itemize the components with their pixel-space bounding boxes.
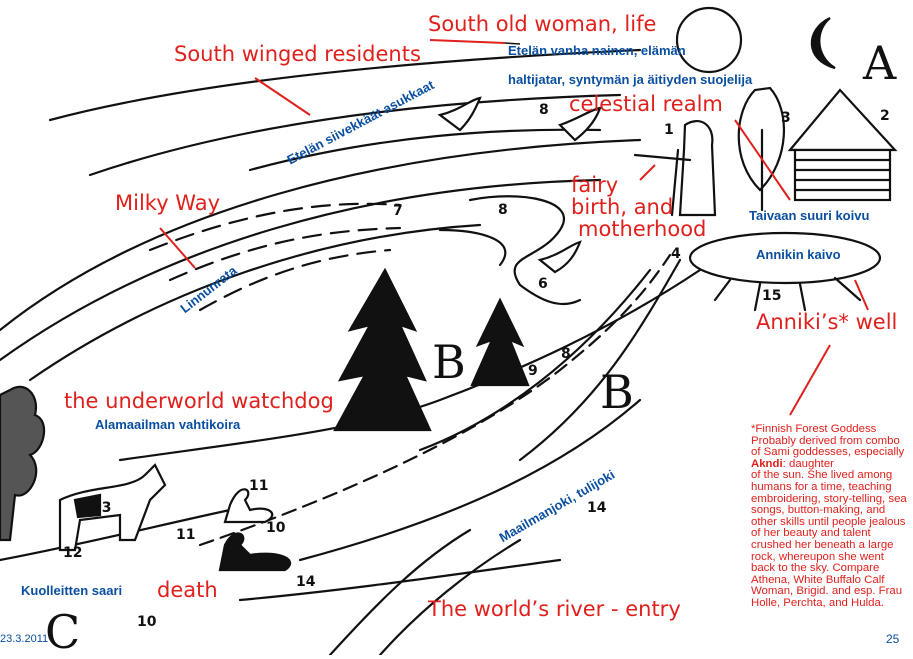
region-letter-b: B (600, 365, 634, 419)
label-fi-watchdog: Alamaailman vahtikoira (95, 417, 241, 432)
figure-number: 4 (671, 246, 681, 262)
label-fairy: birth, and (571, 195, 674, 219)
footnote-line-rest: : daughter (782, 457, 834, 470)
staff (670, 148, 680, 217)
bird (557, 106, 602, 142)
footnote-akndi: Akndi (751, 457, 783, 470)
label-milky-way: Milky Way (115, 191, 221, 215)
figure-number: 7 (393, 203, 403, 219)
river-bank (518, 258, 682, 462)
label-south-winged-residents: South winged residents (174, 42, 421, 66)
well-roots (713, 276, 862, 312)
swan (223, 488, 274, 524)
old-woman (678, 120, 717, 217)
figure-number: 10 (266, 520, 286, 536)
river-path (198, 253, 672, 547)
figure-number: 3 (781, 110, 791, 126)
label-worlds-river: The world’s river - entry (428, 597, 681, 621)
figure-number: 15 (762, 288, 782, 304)
milky-way-dashes (198, 248, 392, 312)
sky-arc (248, 128, 602, 172)
figure-number: 2 (880, 108, 890, 124)
watchdog-patch (73, 493, 102, 519)
footnote-line: of Sami goddesses, especially (751, 446, 905, 459)
sky-arc (28, 223, 482, 382)
figure-number: 1 (664, 122, 674, 138)
figure-number: 8 (561, 346, 571, 362)
spruce-tree (333, 267, 432, 432)
label-fi-south-old-woman: haltijatar, syntymän ja äitiyden suojeli… (508, 72, 753, 87)
sky-arc (0, 178, 602, 362)
footnote-line: Probably derived from combo (751, 434, 900, 447)
figure-number: 11 (176, 527, 196, 543)
label-fi-great-birch: Taivaan suuri koivu (749, 208, 870, 223)
footnote-annikki-goddess: *Finnish Forest Goddess Probably derived… (751, 423, 913, 610)
label-south-old-woman: South old woman, life (428, 12, 657, 36)
figure-number: 11 (249, 478, 269, 494)
figure-number: 13 (92, 500, 112, 516)
label-celestial-realm: celestial realm (569, 92, 723, 116)
river-bank (238, 558, 562, 602)
label-fi-isle-of-dead: Kuolleitten saari (21, 583, 123, 598)
underworld-shrub (0, 385, 46, 542)
sky-arc (48, 48, 642, 122)
footnote-line: Akndi: daughter (751, 457, 913, 471)
region-letter-a: A (863, 36, 897, 90)
figure-number: 9 (398, 310, 408, 326)
label-death: death (157, 578, 218, 602)
river-bank (0, 508, 232, 562)
figure-number: 12 (63, 545, 83, 561)
label-fairy: motherhood (578, 217, 707, 241)
bird (437, 96, 482, 132)
label-fi-south-old-woman: Etelän vanha nainen, elämän (508, 43, 686, 58)
region-letter-b: B (432, 335, 466, 389)
page-number: 25 (886, 632, 900, 646)
swan (218, 532, 292, 572)
footnote-line: *Finnish Forest Goddess (751, 423, 877, 435)
sky-arc (0, 138, 642, 332)
label-fi-annikin-kaivo: Annikin kaivo (756, 247, 841, 262)
label-underworld-watchdog: the underworld watchdog (64, 389, 334, 413)
bird (537, 240, 582, 274)
river-bank (418, 268, 652, 452)
river-bank (378, 538, 522, 655)
sky-arc (88, 93, 622, 177)
figure-number: 10 (137, 614, 157, 630)
figure-number: 8 (539, 102, 549, 118)
moon (810, 17, 836, 70)
label-fairy: fairy (571, 173, 619, 197)
hill-line (118, 268, 702, 462)
cabin-wall (793, 148, 892, 202)
figure-number: 14 (587, 500, 607, 516)
milky-way-dashes (168, 226, 402, 282)
label-annikis-well: Anniki’s* well (756, 310, 898, 334)
region-letter-c: C (45, 605, 81, 659)
watchdog (58, 463, 167, 552)
figure-number: 14 (296, 574, 316, 590)
spruce-tree (470, 297, 530, 387)
well (688, 231, 882, 285)
cabin-logs (793, 158, 892, 192)
stream (468, 195, 582, 305)
sun (675, 6, 743, 74)
stream (438, 228, 507, 267)
river-bank (298, 398, 642, 562)
footer-date: 23.3.2011 (0, 633, 49, 645)
figure-number: 6 (538, 276, 548, 292)
figure-number: 8 (498, 202, 508, 218)
footnote-body: of the sun. She lived among humans for a… (751, 469, 907, 609)
figure-number: 9 (528, 363, 538, 379)
river-bank (328, 528, 472, 655)
old-woman-arm (633, 153, 692, 162)
